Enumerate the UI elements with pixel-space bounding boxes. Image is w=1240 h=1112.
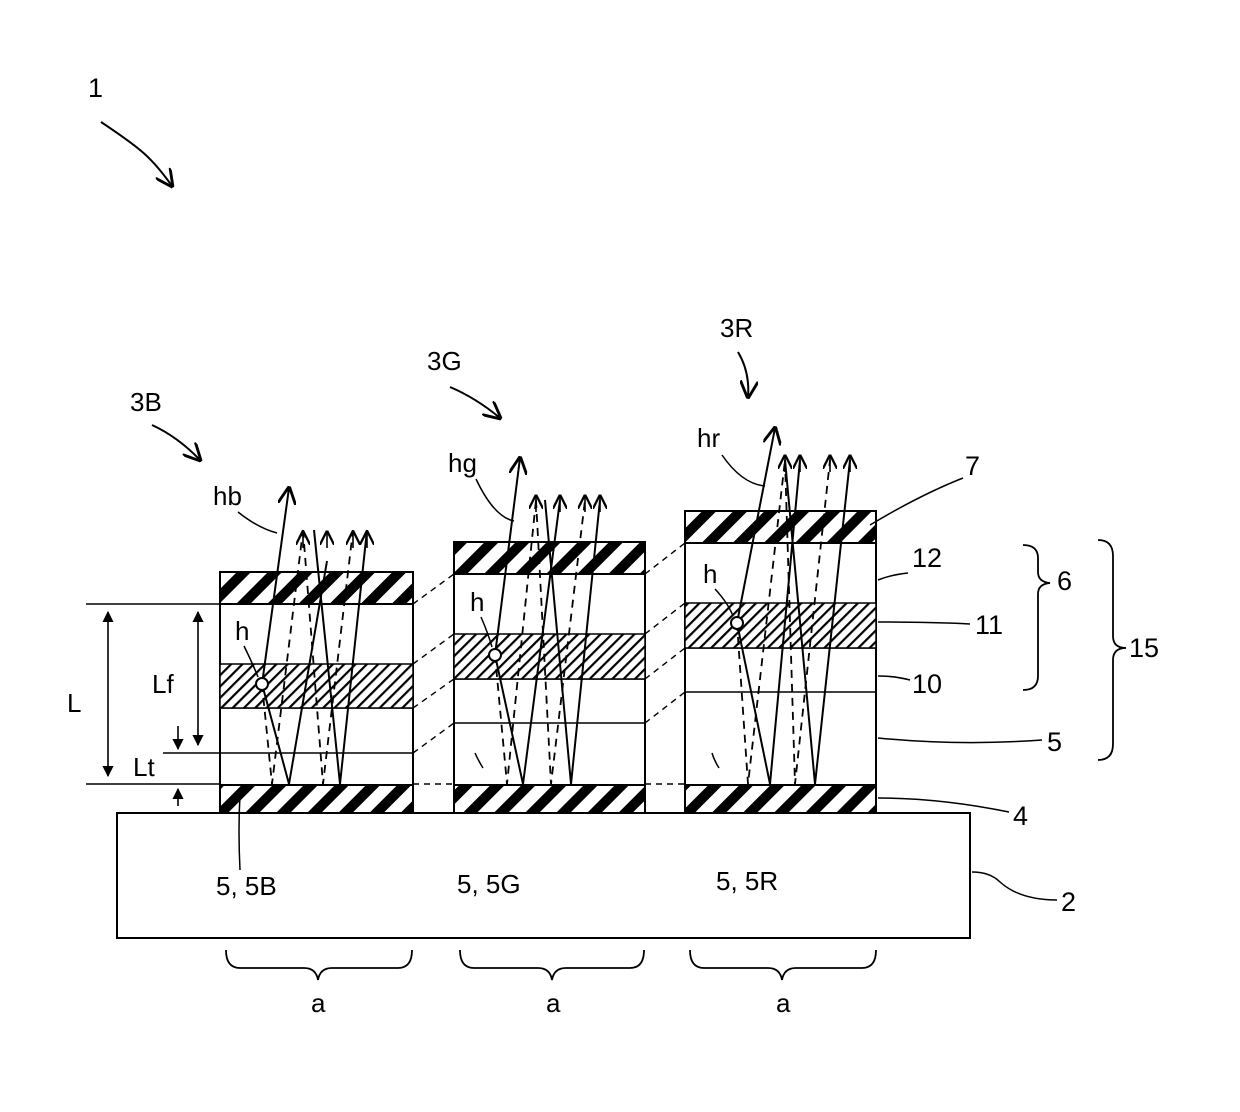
emission-label-3r: h (703, 559, 717, 589)
emission-point-3r (731, 617, 743, 629)
emission-layer-3r (685, 603, 876, 648)
reflective-layer-3g (454, 785, 645, 813)
emission-label-3g: h (470, 587, 484, 617)
ref-5: 5 (1047, 727, 1062, 757)
pixel-3b (220, 488, 413, 813)
ray-label-hg: hg (448, 448, 477, 478)
device-arrow (101, 122, 172, 186)
pixel-width-label-3b: a (311, 988, 326, 1018)
ref-11: 11 (975, 610, 1003, 640)
ref-2: 2 (1061, 887, 1076, 917)
ray-label-hr: hr (697, 423, 720, 453)
emission-point-3b (256, 678, 268, 690)
ray-label-hb: hb (213, 481, 242, 511)
pixel-3r (685, 428, 876, 813)
semi-transmissive-layer-3r (685, 511, 876, 543)
emission-point-3g (489, 649, 501, 661)
pixel-label-3b: 3B (130, 387, 162, 417)
pixel-width-label-3g: a (546, 988, 561, 1018)
dimension-label-lf: Lf (152, 669, 174, 699)
emission-label-3b: h (235, 616, 249, 646)
reflective-layer-3b (220, 785, 413, 813)
brace-a-3r (690, 950, 876, 980)
emission-layer-3g (454, 634, 645, 679)
layer-label-5b: 5, 5B (216, 871, 277, 901)
pixel-3g (454, 458, 645, 813)
device-label: 1 (88, 73, 103, 103)
brace-6 (1023, 545, 1050, 690)
ref-4: 4 (1013, 801, 1028, 831)
ref-6: 6 (1057, 566, 1072, 596)
ref-15: 15 (1129, 633, 1159, 663)
pixel-label-3g: 3G (427, 346, 462, 376)
ref-12: 12 (912, 543, 942, 573)
layer-label-5g: 5, 5G (457, 869, 521, 899)
semi-transmissive-layer-3b (220, 572, 413, 604)
brace-a-3b (226, 950, 412, 980)
brace-15 (1098, 540, 1126, 760)
layer-label-5r: 5, 5R (716, 866, 778, 896)
ref-7: 7 (965, 451, 980, 481)
brace-a-3g (460, 950, 644, 980)
ref-10: 10 (912, 669, 942, 699)
pixel-label-3r: 3R (720, 313, 753, 343)
dimension-label-l: L (67, 688, 81, 718)
dimension-label-lt: Lt (133, 752, 155, 782)
reflective-layer-3r (685, 785, 876, 813)
pixel-width-label-3r: a (776, 988, 791, 1018)
